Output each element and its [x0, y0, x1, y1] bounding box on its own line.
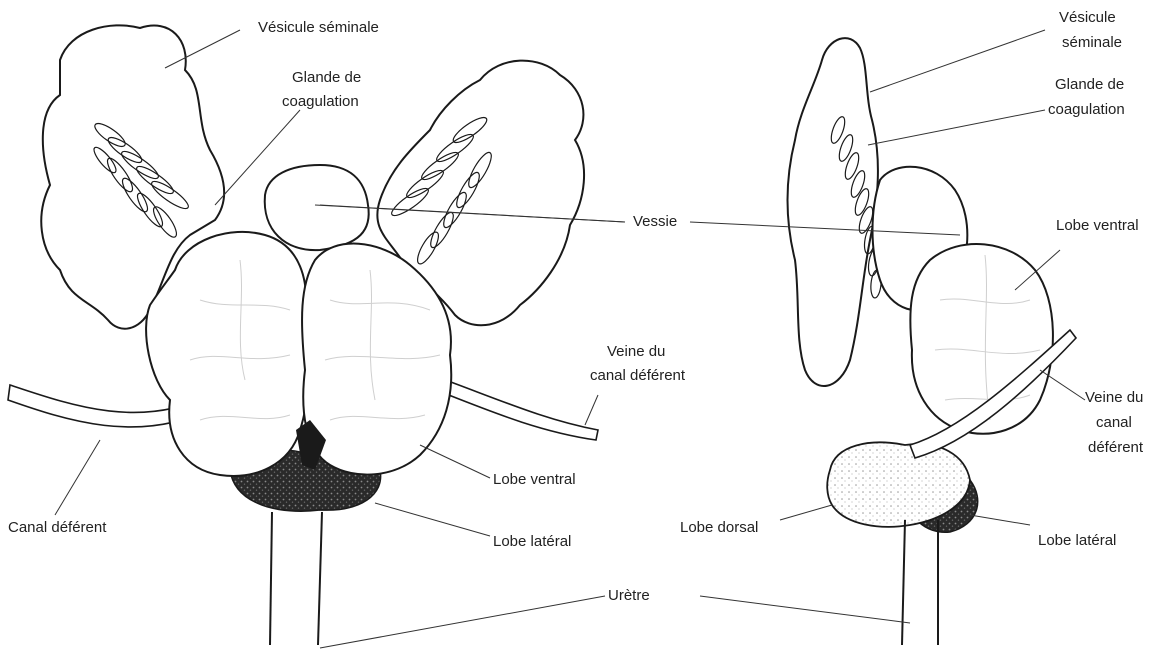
label-glande-coagulation-1: Glande de — [292, 69, 361, 86]
label-veine-1: Veine du — [607, 343, 665, 360]
label-lobe-lateral-right: Lobe latéral — [1038, 532, 1116, 549]
label-vesicule-right-1: Vésicule — [1059, 9, 1116, 26]
urethra-ventral-edge — [318, 512, 322, 645]
label-veine-right-1: Veine du — [1085, 389, 1143, 406]
label-vesicule-seminale: Vésicule séminale — [258, 19, 379, 36]
label-vesicule-right-2: séminale — [1062, 34, 1122, 51]
label-lobe-lateral-left: Lobe latéral — [493, 533, 571, 550]
vas-deferens-right — [436, 378, 598, 440]
label-vessie: Vessie — [633, 213, 677, 230]
label-lobe-ventral-left: Lobe ventral — [493, 471, 576, 488]
label-lobe-dorsal: Lobe dorsal — [680, 519, 758, 536]
urethra-ventral — [270, 512, 272, 645]
label-veine-right-2: canal — [1096, 414, 1132, 431]
label-uretre: Urètre — [608, 587, 650, 604]
label-glande-right-1: Glande de — [1055, 76, 1124, 93]
label-canal-deferent: Canal déférent — [8, 519, 107, 536]
urethra-lateral — [902, 520, 905, 645]
label-veine-2: canal déférent — [590, 367, 686, 384]
label-glande-right-2: coagulation — [1048, 101, 1125, 118]
lateral-view — [788, 38, 1077, 645]
label-lobe-ventral-right: Lobe ventral — [1056, 217, 1139, 234]
ventral-view — [8, 25, 598, 645]
ventral-lobe-left — [146, 232, 308, 476]
label-veine-right-3: déférent — [1088, 439, 1144, 456]
label-glande-coagulation-2: coagulation — [282, 93, 359, 110]
